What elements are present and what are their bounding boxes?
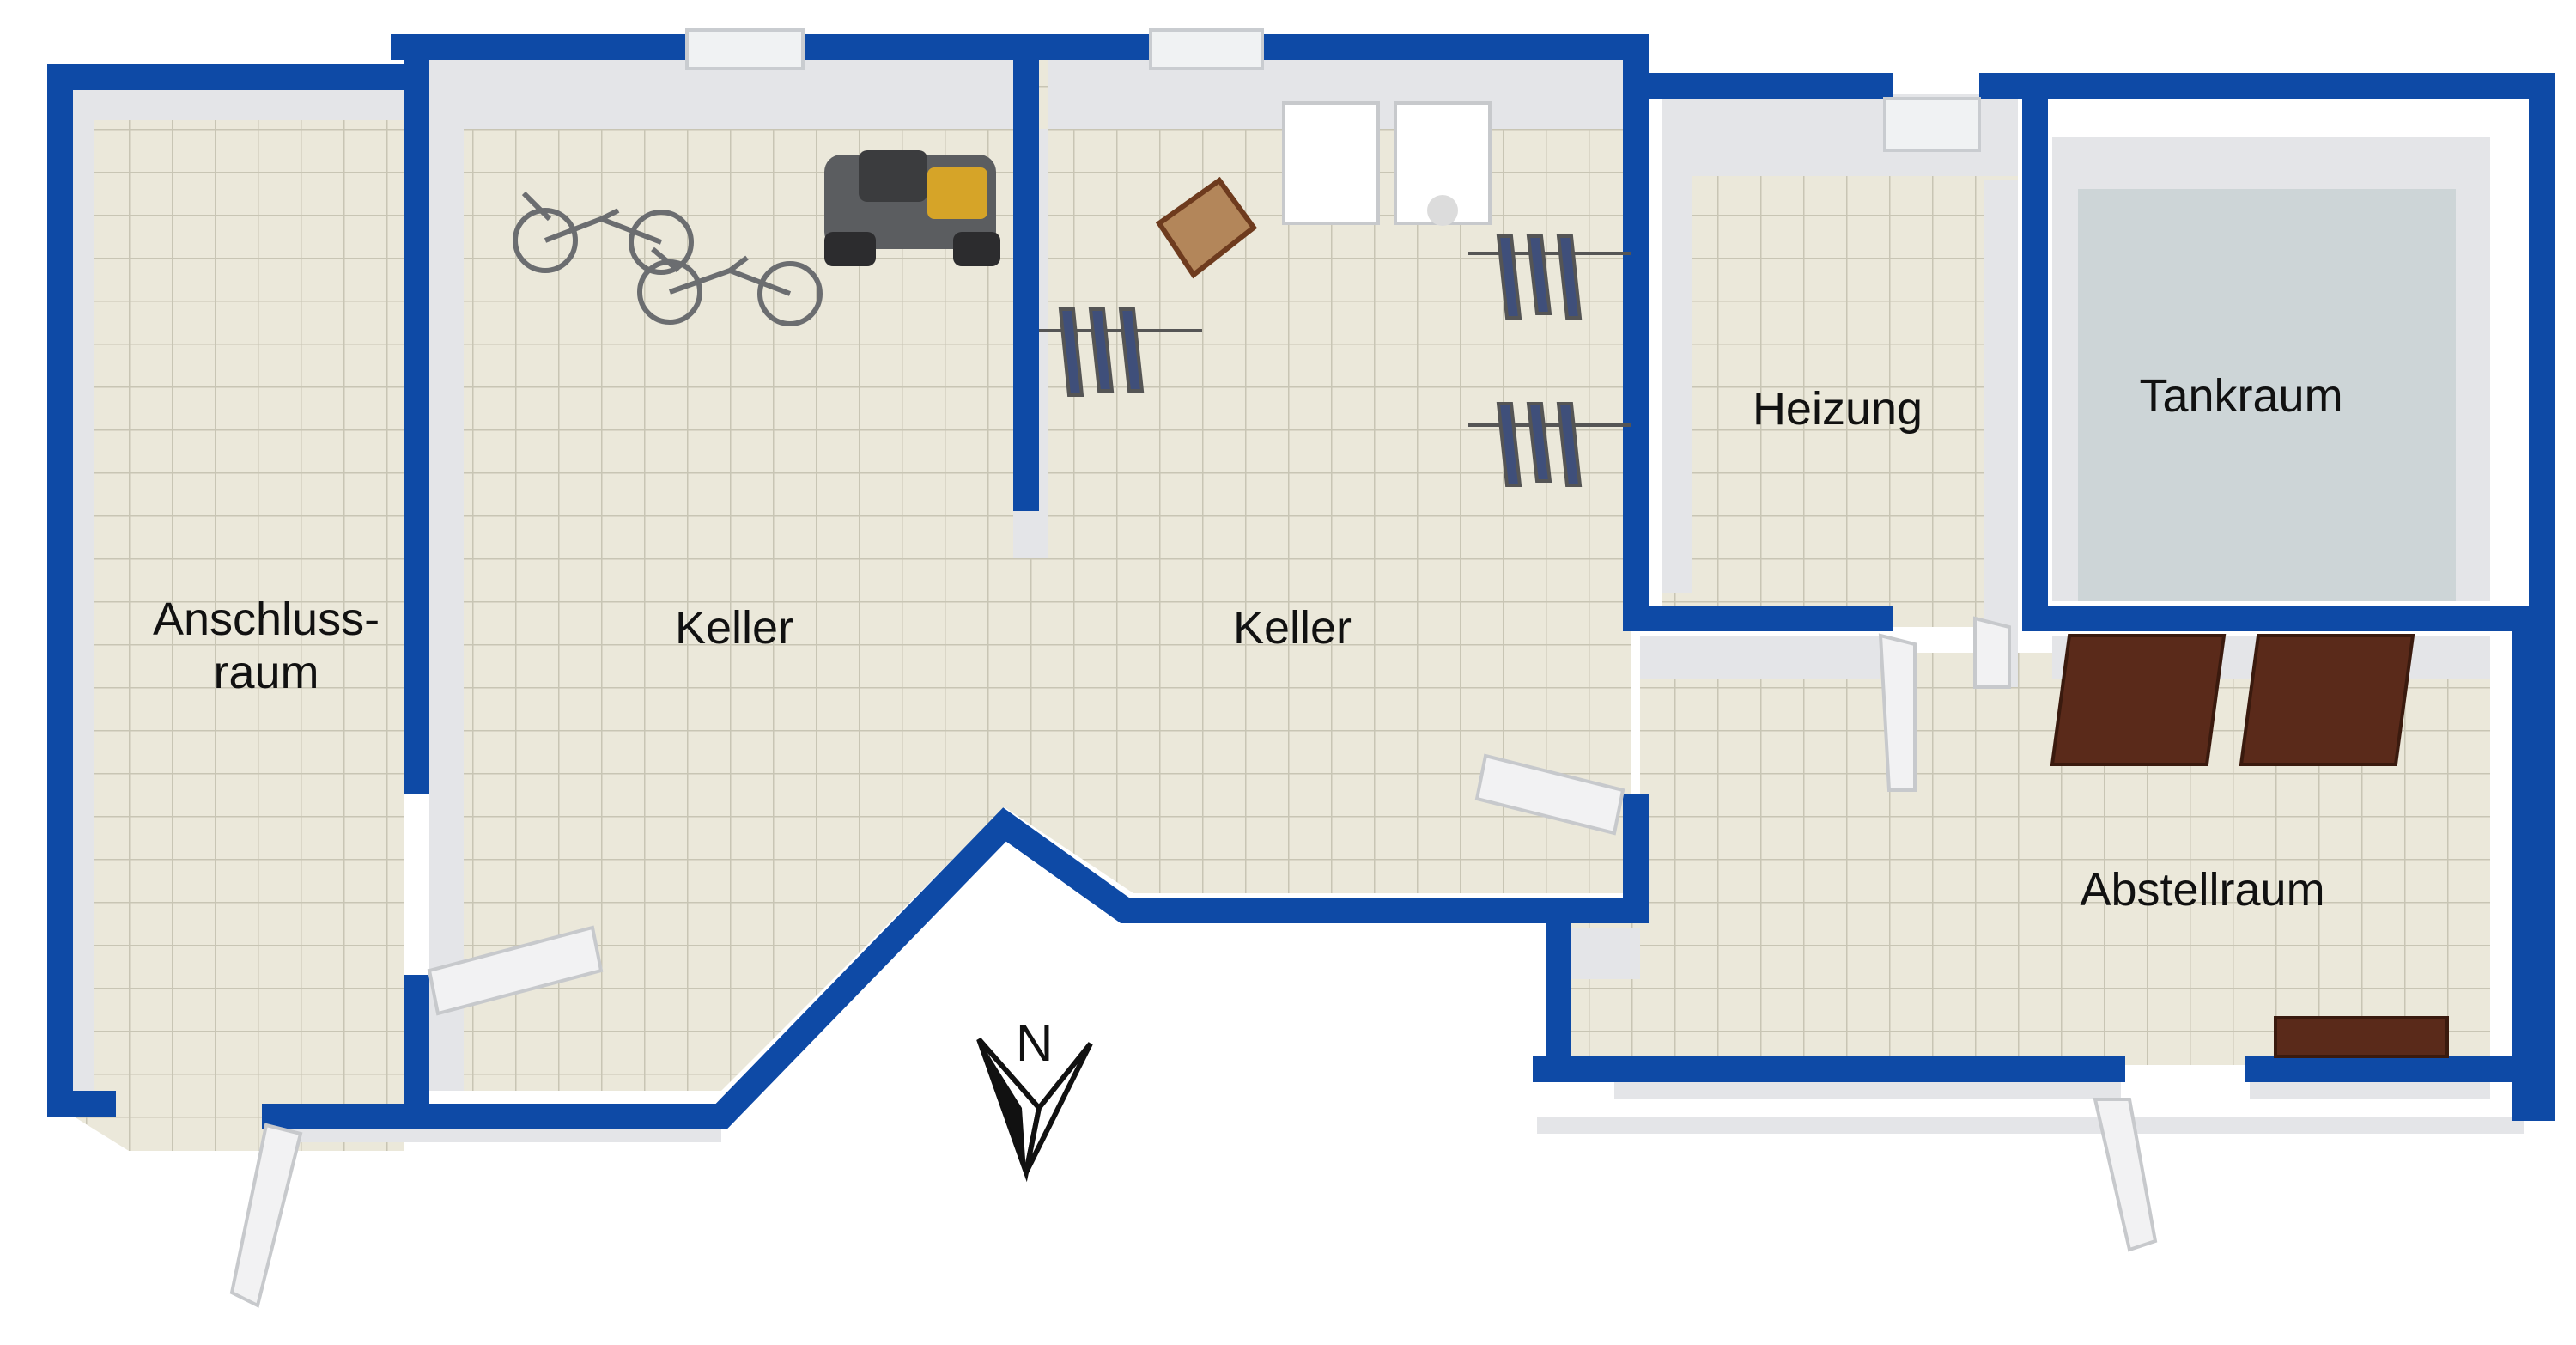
walls [47, 34, 2555, 1129]
door-frame-right [1973, 616, 2011, 689]
window [1149, 28, 1264, 70]
floor-areas [60, 52, 2490, 1151]
floor-heizung [1662, 94, 2018, 627]
bicycle-icon [513, 191, 823, 326]
doors [229, 616, 2158, 1308]
door-keller-abstell [1474, 753, 1625, 836]
door-anschluss-exit [229, 1123, 303, 1308]
wall-outer-bottom [262, 807, 1640, 1129]
room-label-keller-west: Keller [674, 602, 794, 654]
clothes-rack-icon [1039, 234, 1631, 487]
window [1883, 97, 1981, 152]
compass-north-label: N [1016, 1014, 1054, 1072]
door-abstell-exit [2093, 1098, 2158, 1252]
room-label-tankraum: Tankraum [2139, 370, 2343, 422]
door-heizung-abstell [1878, 633, 1917, 792]
shelf-icon [2050, 634, 2449, 1058]
wall-keller-heizung [1623, 73, 1893, 631]
floor-tankraum [2052, 189, 2482, 601]
compass-icon [976, 1038, 1093, 1183]
windows [685, 28, 1981, 152]
lawn-tractor-icon [824, 150, 1000, 266]
floor-keller [429, 52, 1631, 1091]
room-label-keller-east: Keller [1232, 602, 1352, 654]
room-label-anschlussraum: Anschluss- raum [125, 593, 408, 699]
washing-machine-icon [1282, 101, 1492, 226]
floor-anschlussraum [60, 86, 404, 1151]
window [685, 28, 805, 70]
room-label-heizung: Heizung [1752, 383, 1923, 435]
door-anschluss-keller [427, 925, 604, 1016]
room-label-anschlussraum-line1: Anschluss- [152, 593, 380, 645]
wall-outer-top-4 [1979, 73, 2555, 1121]
wall-anschluss-top [47, 64, 416, 1112]
room-label-anschlussraum-line2: raum [213, 647, 319, 698]
laundry-basket-icon [1155, 176, 1258, 279]
room-label-abstellraum: Abstellraum [2080, 864, 2325, 916]
wall-outer-top-3 [1258, 34, 1893, 99]
